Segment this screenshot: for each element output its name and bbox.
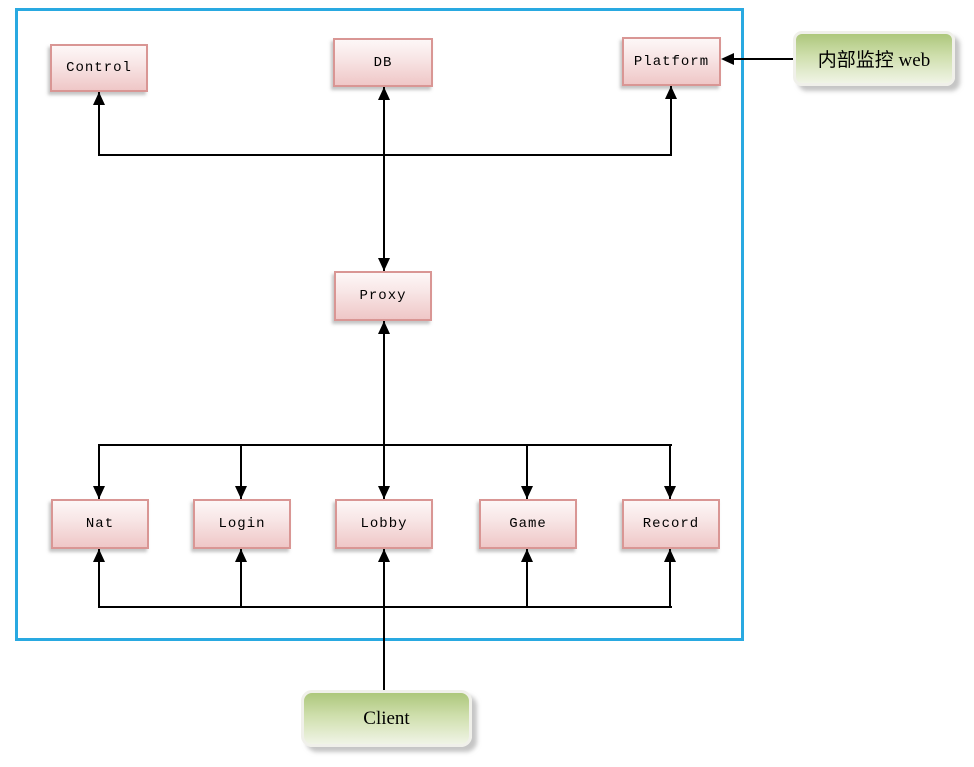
connector-mid-rail — [98, 444, 672, 446]
node-login: Login — [193, 499, 291, 549]
connector-client-to-lobby — [383, 549, 385, 690]
connector-rail-up-game — [526, 549, 528, 607]
arrowhead-into-db — [378, 87, 390, 100]
arrowhead-into-lobby-bottom — [378, 549, 390, 562]
connector-rail-up-login — [240, 549, 242, 607]
node-lobby: Lobby — [335, 499, 433, 549]
connector-monitor-to-platform — [728, 58, 793, 60]
connector-rail-to-control — [98, 92, 100, 155]
arrowhead-into-record-bottom — [664, 549, 676, 562]
arrowhead-into-lobby-top — [378, 486, 390, 499]
arrowhead-into-platform-right — [721, 53, 734, 65]
diagram-frame — [15, 8, 744, 641]
node-proxy: Proxy — [334, 271, 432, 321]
connector-rail-to-nat — [98, 444, 100, 499]
arrowhead-into-nat-bottom — [93, 549, 105, 562]
node-db: DB — [333, 38, 433, 87]
connector-bottom-rail — [98, 606, 672, 608]
arrowhead-into-control — [93, 92, 105, 105]
arrowhead-into-proxy-bottom — [378, 321, 390, 334]
connector-proxy-lobby — [383, 321, 385, 499]
arrowhead-into-nat-top — [93, 486, 105, 499]
connector-db-proxy — [383, 87, 385, 271]
node-platform: Platform — [622, 37, 721, 86]
node-control: Control — [50, 44, 148, 92]
node-record: Record — [622, 499, 720, 549]
connector-rail-to-record — [669, 444, 671, 499]
connector-rail-up-record — [669, 549, 671, 607]
arrowhead-into-login-bottom — [235, 549, 247, 562]
arrowhead-into-platform — [665, 86, 677, 99]
external-client-box: Client — [301, 690, 472, 747]
arrowhead-into-game-top — [521, 486, 533, 499]
node-nat: Nat — [51, 499, 149, 549]
arrowhead-into-game-bottom — [521, 549, 533, 562]
arrowhead-into-record-top — [664, 486, 676, 499]
arrowhead-into-login-top — [235, 486, 247, 499]
connector-rail-to-platform — [670, 86, 672, 155]
arrowhead-into-proxy-top — [378, 258, 390, 271]
connector-rail-to-login — [240, 444, 242, 499]
external-monitor-web-box: 内部监控 web — [793, 31, 955, 86]
connector-top-rail — [98, 154, 672, 156]
connector-rail-to-game — [526, 444, 528, 499]
connector-rail-up-nat — [98, 549, 100, 607]
node-game: Game — [479, 499, 577, 549]
